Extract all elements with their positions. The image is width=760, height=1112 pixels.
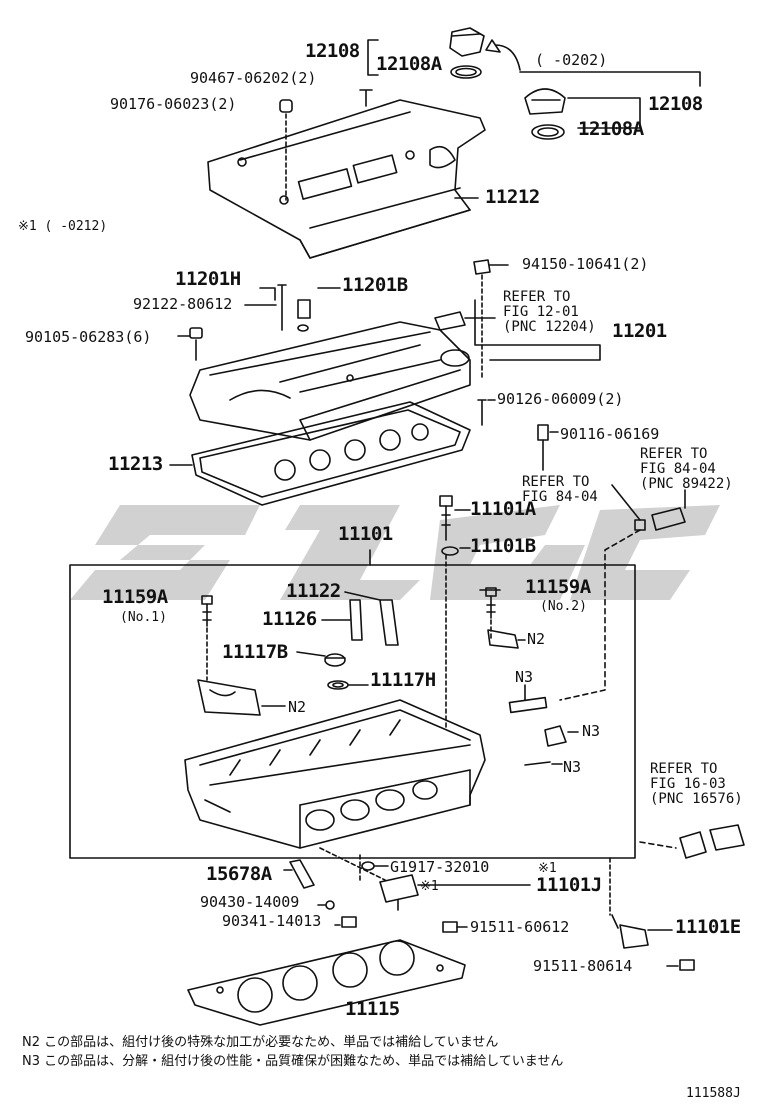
part-G1917: G1917-32010 xyxy=(390,858,490,876)
bracket-12108-top xyxy=(367,39,379,76)
oil-filler-cap-top xyxy=(449,27,485,79)
part-11101E: 11101E xyxy=(675,916,741,938)
note-0212: ※1 ( -0212) xyxy=(18,219,108,234)
part-11101A: 11101A xyxy=(470,498,536,520)
head-cover-gasket xyxy=(191,401,471,506)
label-n2-left: N2 xyxy=(288,698,307,716)
label-n3-mid: N3 xyxy=(582,722,601,740)
label-n3-top: N3 xyxy=(515,668,534,686)
part-11201: 11201 xyxy=(612,320,667,342)
cylinder-head-frame xyxy=(69,564,636,859)
part-91511-60612: 91511-60612 xyxy=(470,918,570,936)
part-11213: 11213 xyxy=(108,453,163,475)
part-11101: 11101 xyxy=(338,523,393,545)
refer-fig-84-04-b: REFER TO FIG 84-04 xyxy=(522,474,598,505)
label-n2-right: N2 xyxy=(527,630,546,648)
part-12108-right: 12108 xyxy=(648,93,703,115)
part-90116: 90116-06169 xyxy=(560,425,660,443)
engine-cover xyxy=(207,99,486,259)
part-11122: 11122 xyxy=(286,580,341,602)
refer-fig-16-03: REFER TO FIG 16-03 (PNC 16576) xyxy=(650,761,743,807)
part-11201H: 11201H xyxy=(175,268,241,290)
label-n3-bottom: N3 xyxy=(563,758,582,776)
label-no1: (No.1) xyxy=(120,610,167,625)
part-92122: 92122-80612 xyxy=(133,295,233,313)
part-15678A: 15678A xyxy=(206,863,272,885)
part-90467: 90467-06202(2) xyxy=(190,69,317,87)
part-90126: 90126-06009(2) xyxy=(497,390,624,408)
part-90341: 90341-14013 xyxy=(222,912,322,930)
part-11159A-2: 11159A xyxy=(525,576,591,598)
part-90430: 90430-14009 xyxy=(200,893,300,911)
part-11115: 11115 xyxy=(345,998,400,1020)
footnote-n2: N2 この部品は、組付け後の特殊な加工が必要なため、単品では補給していません xyxy=(22,1035,499,1050)
note-star-1a: ※1 xyxy=(538,861,557,876)
range-0202: ( -0202) xyxy=(535,51,608,69)
cylinder-head xyxy=(184,699,486,849)
bracket-0202 xyxy=(519,71,701,87)
part-11117H: 11117H xyxy=(370,669,436,691)
part-11101B: 11101B xyxy=(470,535,536,557)
part-90176: 90176-06023(2) xyxy=(110,95,237,113)
part-11159A-1: 11159A xyxy=(102,586,168,608)
figure-id: 111588J xyxy=(686,1086,741,1101)
part-12108A-right: 12108A xyxy=(578,118,644,140)
footnote-n3: N3 この部品は、分解・組付け後の性能・品質確保が困難なため、単品では補給してい… xyxy=(22,1054,564,1069)
part-12108-top: 12108 xyxy=(305,40,360,62)
part-90105: 90105-06283(6) xyxy=(25,328,152,346)
note-star-1b: ※1 xyxy=(420,879,439,894)
part-94150: 94150-10641(2) xyxy=(522,255,649,273)
label-no2: (No.2) xyxy=(540,599,587,614)
watermark-logo xyxy=(70,505,720,600)
part-11101J: 11101J xyxy=(536,874,602,896)
arrow-curve xyxy=(494,44,521,71)
cylinder-head-gasket xyxy=(187,939,466,1026)
part-11117B: 11117B xyxy=(222,641,288,663)
part-11212: 11212 xyxy=(485,186,540,208)
refer-fig-84-04-a: REFER TO FIG 84-04 (PNC 89422) xyxy=(640,446,733,492)
part-11126: 11126 xyxy=(262,608,317,630)
cylinder-head-cover xyxy=(189,321,471,441)
part-12108A-top: 12108A xyxy=(376,53,442,75)
oil-filler-cap-right xyxy=(524,88,566,140)
part-11201B: 11201B xyxy=(342,274,408,296)
refer-fig-12-01: REFER TO FIG 12-01 (PNC 12204) xyxy=(503,289,596,335)
part-91511-80614: 91511-80614 xyxy=(533,957,633,975)
